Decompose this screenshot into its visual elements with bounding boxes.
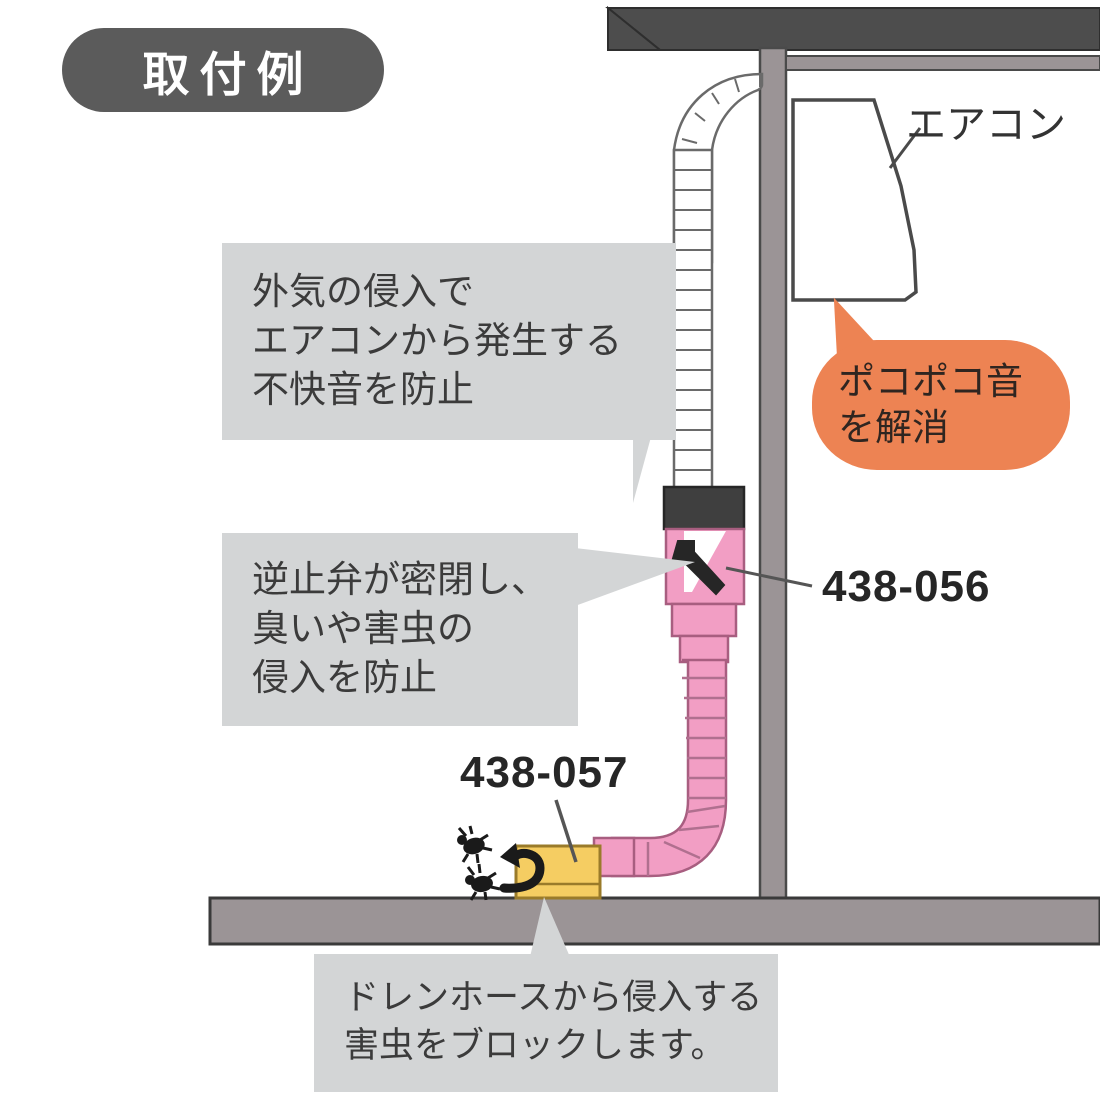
white-hose-ribs (674, 169, 712, 471)
part-upper-leader-line (725, 566, 813, 588)
insect-icon-lower (465, 863, 501, 901)
white-hose-elbow-ribs (681, 74, 761, 144)
roof-edge-left (607, 5, 663, 51)
ground-slab (208, 896, 1100, 946)
callout-noise-line-2: エアコンから発生する (252, 319, 622, 362)
aircon-leader-line (888, 127, 922, 169)
blocked-arrow-icon (499, 848, 545, 893)
balloon-line-1: ポコポコ音 (838, 360, 1023, 403)
interior-ceiling (785, 55, 1100, 71)
blocked-arrow-head (500, 843, 520, 868)
balloon-line-2: を解消 (838, 406, 949, 449)
callout-valve-line-3: 侵入を防止 (252, 656, 437, 699)
callout-valve-line-1: 逆止弁が密閉し、 (252, 558, 548, 601)
part-number-lower: 438-057 (460, 748, 629, 797)
valve-bottom-collar (670, 602, 738, 638)
callout-noise: 外気の侵入で エアコンから発生する 不快音を防止 (222, 243, 676, 440)
callout-insect-line-1: ドレンホースから侵入する (344, 978, 763, 1018)
callout-insect-line-2: 害虫をブロックします。 (344, 1026, 726, 1066)
callout-noise-line-3: 不快音を防止 (252, 368, 474, 411)
exterior-wall (758, 46, 788, 902)
callout-insect-tail (530, 897, 570, 957)
label-air-conditioner: エアコン (906, 102, 1066, 148)
balloon-pokopoko: ポコポコ音 を解消 (812, 340, 1070, 470)
air-conditioner-unit (791, 98, 918, 302)
callout-valve-line-2: 臭いや害虫の (252, 607, 474, 650)
roof-eave (605, 7, 1100, 51)
part-lower-leader-line (554, 799, 578, 863)
title-badge-label: 取付例 (142, 47, 314, 103)
pink-drain-hose (610, 658, 728, 878)
valve-bottom-collar-2 (678, 634, 730, 664)
part-number-upper: 438-056 (822, 562, 991, 611)
callout-noise-line-1: 外気の侵入で (252, 270, 474, 313)
callout-valve-tail (575, 548, 695, 606)
insect-icon-upper (457, 825, 493, 864)
callout-insect: ドレンホースから侵入する 害虫をブロックします。 (314, 954, 778, 1092)
callout-valve: 逆止弁が密閉し、 臭いや害虫の 侵入を防止 (222, 533, 578, 726)
callout-noise-tail (633, 437, 717, 503)
title-badge: 取付例 (62, 28, 384, 112)
